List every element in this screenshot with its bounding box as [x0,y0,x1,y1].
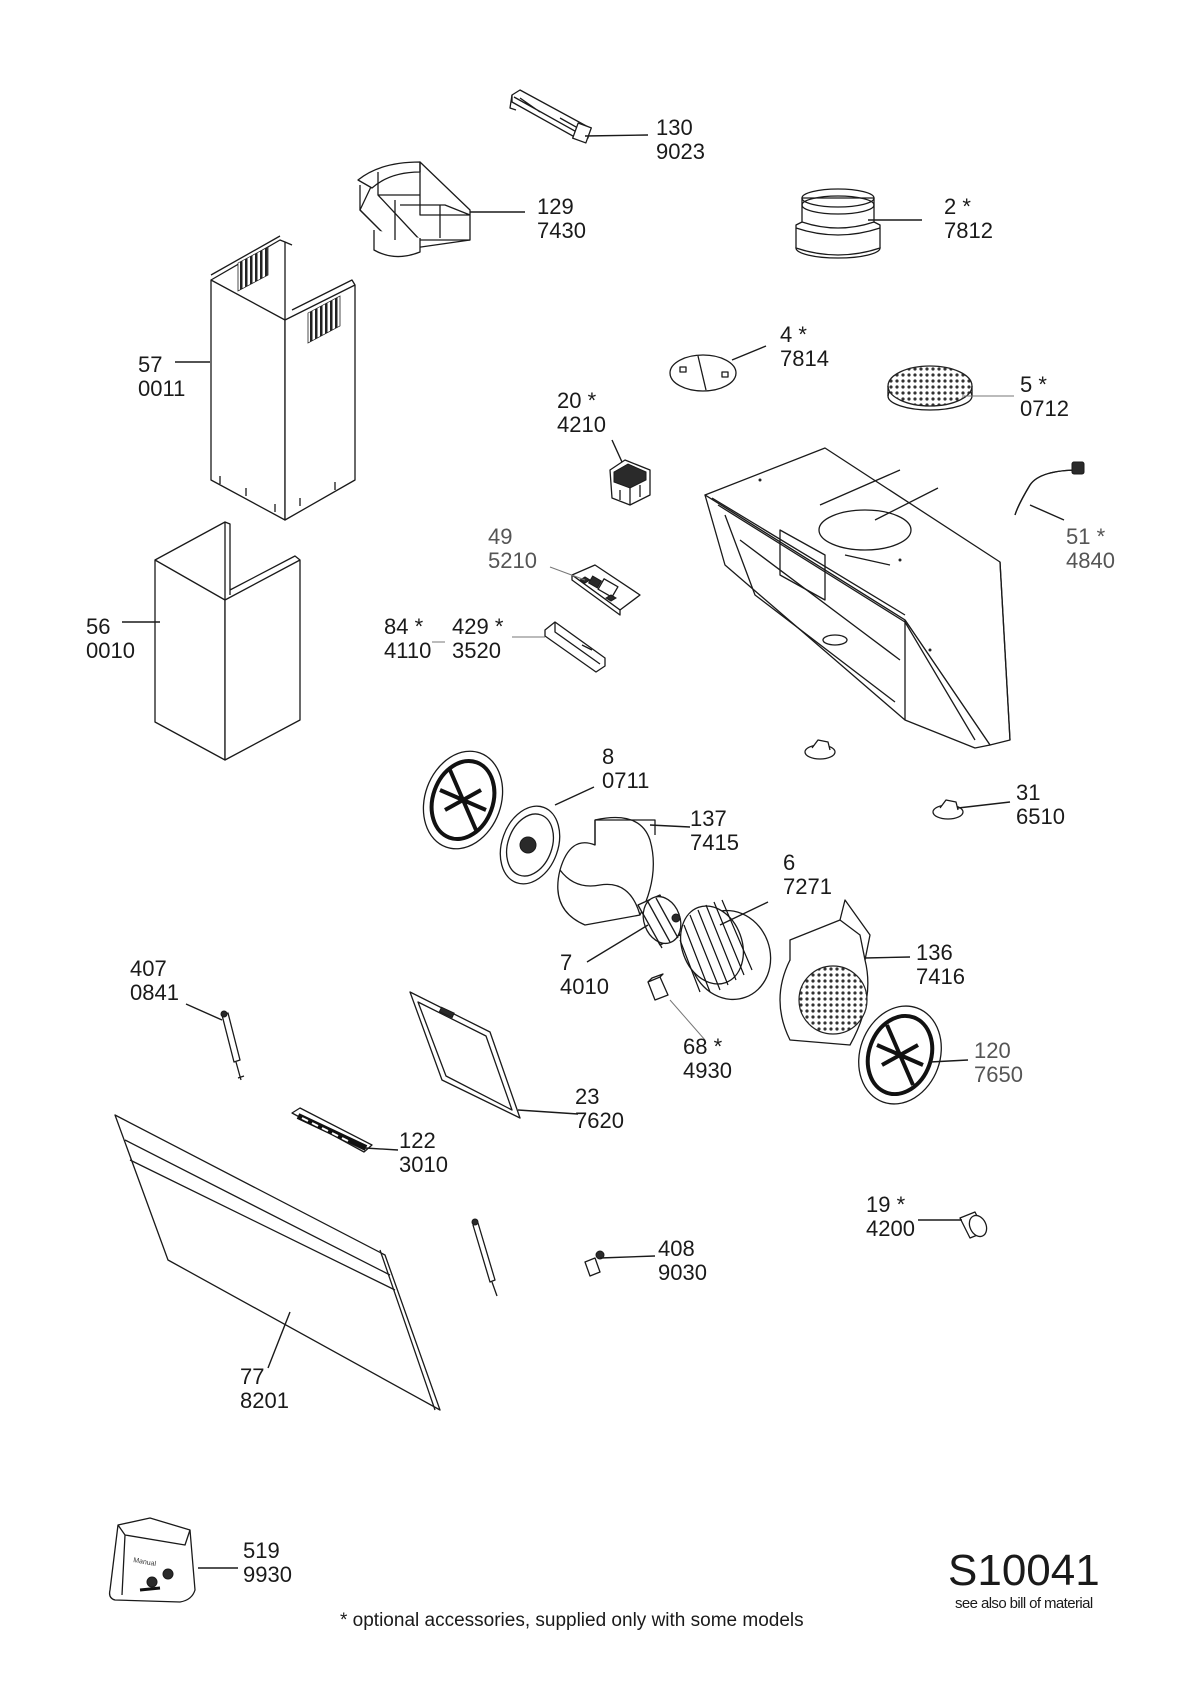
part-id-129: 129 [537,194,574,219]
part-code-56: 0010 [86,638,135,663]
bag-label: Manual [133,1557,157,1568]
part-code-122: 3010 [399,1152,448,1177]
leader-lines [122,134,1065,1569]
part-hood-body [704,447,1011,749]
part-122-led-bar [291,1107,373,1153]
part-id-57: 57 [138,352,162,377]
part-57-upper-chimney [210,235,356,521]
part-2-duct-connector [795,188,881,259]
part-51-cable [1014,461,1085,516]
part-id-23: 23 [575,1084,599,1109]
part-68-capacitor [647,973,669,1001]
part-407-gas-strut [220,1010,245,1081]
part-id-120: 120 [974,1038,1011,1063]
part-code-4: 7814 [780,346,829,371]
part-20-switch [609,459,651,506]
part-4-diffuser-disc [669,354,737,392]
part-id-8: 8 [602,744,614,769]
part-gas-strut-small [471,1218,498,1297]
part-id-137: 137 [690,806,727,831]
part-129-air-deflector [357,161,471,258]
part-136-blower-housing [779,899,871,1046]
part-code-129: 7430 [537,218,586,243]
part-code-8: 0711 [602,768,649,793]
part-130-wall-bracket [509,89,592,144]
part-id-136: 136 [916,940,953,965]
part-code-23: 7620 [575,1108,624,1133]
part-id-31: 31 [1016,780,1040,805]
part-code-68: 4930 [683,1058,732,1083]
part-code-407: 0841 [130,980,179,1005]
part-code-7: 4010 [560,974,609,999]
part-137-housing-front [557,816,656,926]
part-id-51: 51 * [1066,524,1106,549]
part-code-51: 4840 [1066,548,1115,573]
part-id-20: 20 * [557,388,597,413]
part-id-519: 519 [243,1538,280,1563]
part-408-hinge-pin [584,1250,605,1277]
drawing-code: S10041 [948,1546,1100,1595]
part-code-519: 9930 [243,1562,292,1587]
part-6-impeller [679,899,772,1001]
part-id-407: 407 [130,956,167,981]
part-id-68: 68 * [683,1034,723,1059]
part-id-2: 2 * [944,194,971,219]
part-id-19: 19 * [866,1192,906,1217]
part-id-429: 429 * [452,614,504,639]
part-code-84: 4110 [384,638,431,663]
part-429-bracket [544,621,606,673]
part-code-6: 7271 [783,874,832,899]
part-code-2: 7812 [944,218,993,243]
part-77-glass-panel [114,1114,441,1411]
part-8-motor-cover [422,750,561,885]
part-5-carbon-filter [887,365,973,411]
part-code-57: 0011 [138,376,185,401]
part-code-137: 7415 [690,830,739,855]
part-id-130: 130 [656,115,693,140]
footnote: * optional accessories, supplied only wi… [340,1610,804,1631]
part-id-7: 7 [560,950,572,975]
part-7-motor [637,894,682,949]
part-id-122: 122 [399,1128,436,1153]
part-19-end-cap [959,1211,988,1239]
part-31-lamp [804,739,964,820]
part-23-filter-panel [409,991,521,1119]
part-519-accessory-bag: Manual [108,1517,196,1603]
drawing-subtitle: see also bill of material [955,1595,1093,1612]
part-code-120: 7650 [974,1062,1023,1087]
part-id-408: 408 [658,1236,695,1261]
part-id-4: 4 * [780,322,807,347]
part-code-429: 3520 [452,638,501,663]
part-56-lower-chimney [154,521,301,761]
part-id-84: 84 * [384,614,424,639]
part-id-56: 56 [86,614,110,639]
part-49-control-board [571,564,641,616]
part-id-5: 5 * [1020,372,1047,397]
part-code-130: 9023 [656,139,705,164]
part-id-77: 77 [240,1364,264,1389]
part-code-77: 8201 [240,1388,289,1413]
part-code-408: 9030 [658,1260,707,1285]
part-code-20: 4210 [557,412,606,437]
part-code-19: 4200 [866,1216,915,1241]
part-id-6: 6 [783,850,795,875]
part-120-grease-filter [858,1005,942,1105]
part-code-136: 7416 [916,964,965,989]
part-labels: 130 9023 129 7430 2 * 7812 57 0011 4 * 7… [86,115,1115,1587]
part-code-49: 5210 [488,548,537,573]
part-code-31: 6510 [1016,804,1065,829]
part-id-49: 49 [488,524,512,549]
part-code-5: 0712 [1020,396,1069,421]
